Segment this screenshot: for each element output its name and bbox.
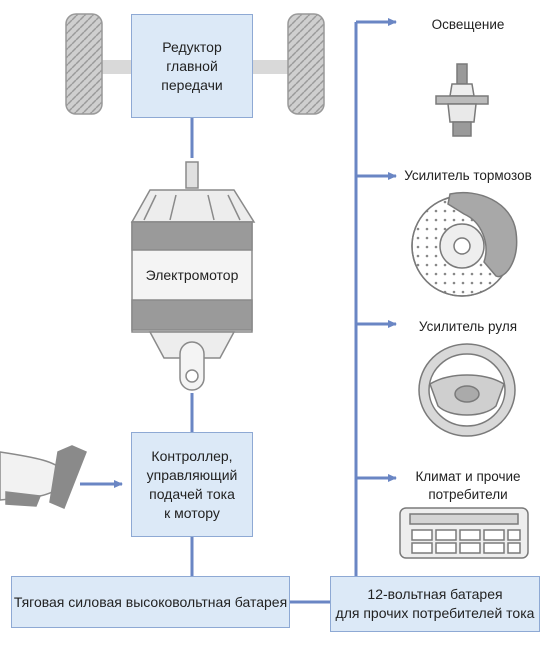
electric-motor-icon (130, 161, 256, 391)
lv-battery-box: 12-вольтная батарея для прочих потребите… (330, 576, 540, 632)
climate-label: Климат и прочие потребители (415, 469, 521, 502)
climate-panel-icon (399, 507, 529, 559)
power-steering-label: Усилитель руля (418, 319, 518, 334)
reducer-box: Редуктор главной передачи (131, 14, 253, 118)
pedal-foot-icon (0, 445, 87, 509)
lighting-label: Освещение (431, 17, 505, 32)
connector-lines (80, 18, 397, 604)
brake-disc-icon (411, 192, 518, 297)
headlight-bulb-icon (435, 63, 489, 137)
wheel-icon (65, 13, 103, 115)
steering-wheel-icon (418, 343, 516, 437)
hv-battery-box: Тяговая силовая высоковольтная батарея (11, 576, 290, 628)
controller-box: Контроллер, управляющий подачей тока к м… (131, 432, 253, 537)
wheel-icon (287, 13, 325, 115)
brake-booster-label: Усилитель тормозов (404, 168, 532, 183)
motor-label: Электромотор (145, 267, 239, 283)
